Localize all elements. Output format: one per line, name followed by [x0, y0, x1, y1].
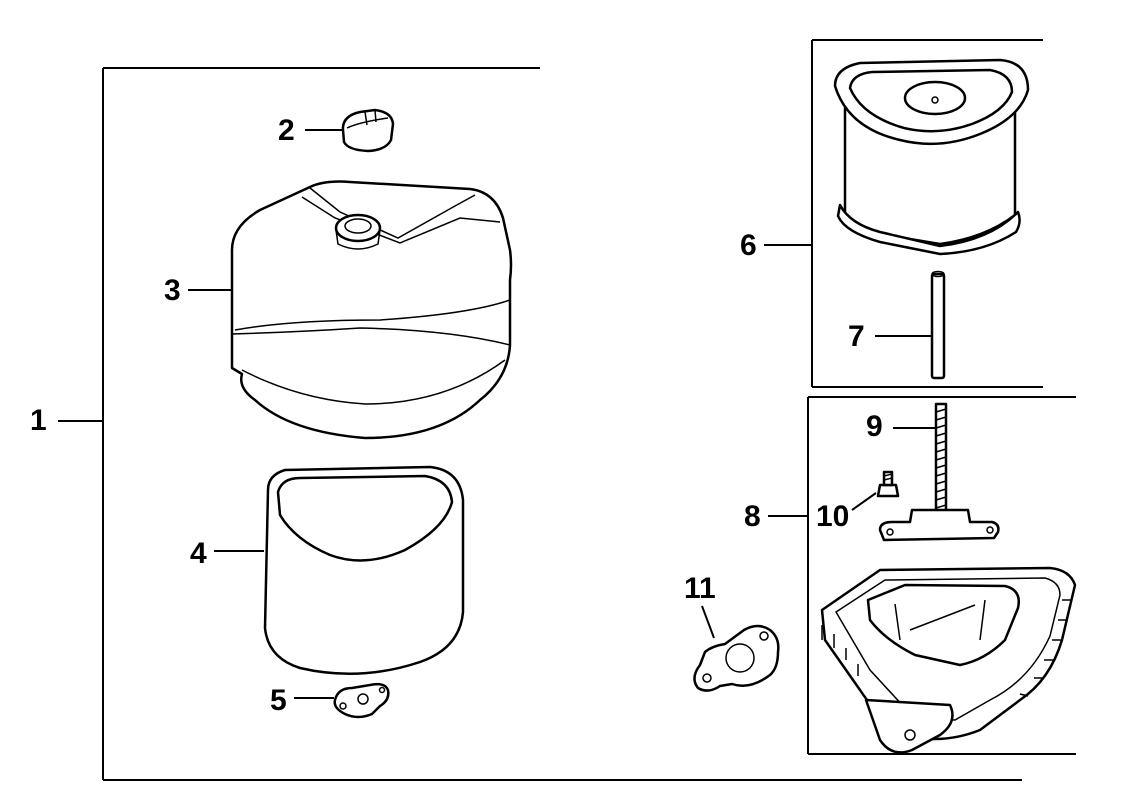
part-7-tube — [930, 270, 946, 380]
part-5-retainer — [333, 682, 390, 719]
part-bracket-plate — [878, 508, 1000, 542]
callout-9-label: 9 — [866, 410, 883, 443]
part-3-cover — [230, 180, 513, 440]
callout-4: 4 — [190, 537, 264, 570]
callout-8-label: 8 — [744, 500, 761, 533]
callout-8: 8 — [744, 500, 808, 533]
callout-2: 2 — [278, 114, 342, 147]
part-11-gasket — [693, 624, 780, 692]
callout-5: 5 — [270, 684, 334, 717]
callout-11: 11 — [684, 572, 716, 639]
callout-2-label: 2 — [278, 114, 295, 147]
part-4-precleaner — [263, 465, 465, 676]
callout-3: 3 — [164, 274, 232, 307]
callout-1-label: 1 — [30, 404, 47, 437]
part-8-base — [820, 566, 1077, 754]
callout-7-label: 7 — [848, 320, 865, 353]
callout-3-label: 3 — [164, 274, 181, 307]
callout-6: 6 — [740, 229, 812, 262]
assembly-8-bracket — [807, 396, 1076, 755]
assembly-6-bracket — [811, 39, 1043, 388]
part-9-stud — [934, 402, 948, 518]
part-10-bolt — [876, 470, 900, 498]
callout-7: 7 — [848, 320, 932, 353]
part-6-paper-element — [833, 58, 1030, 256]
callout-5-label: 5 — [270, 684, 287, 717]
callout-1: 1 — [30, 404, 103, 437]
callout-9: 9 — [866, 410, 936, 443]
callout-11-label: 11 — [684, 572, 716, 605]
callout-10-label: 10 — [816, 500, 849, 533]
callout-4-label: 4 — [190, 537, 207, 570]
callout-6-label: 6 — [740, 229, 757, 262]
part-2-knob — [341, 108, 395, 153]
callout-10: 10 — [816, 492, 877, 533]
assembly-1-bracket — [102, 67, 1022, 781]
